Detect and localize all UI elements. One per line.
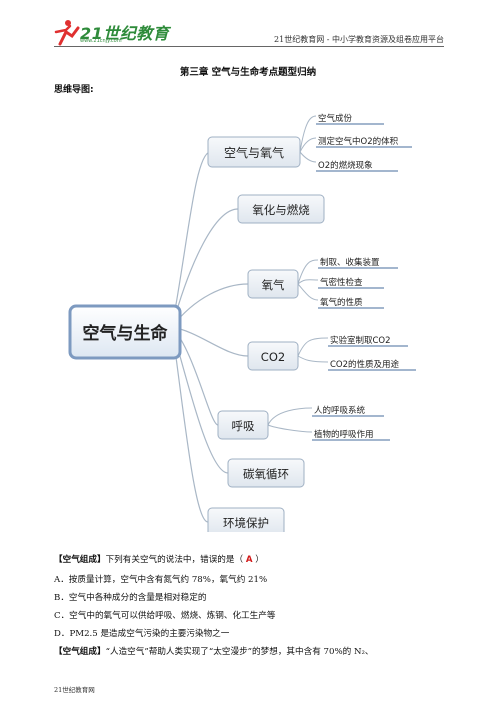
branch-node-oxygen: [247, 269, 299, 299]
page-title: 第三章 空气与生命考点题型归纳: [179, 67, 317, 78]
question-tag: 【空气组成】: [54, 555, 106, 565]
logo-runner-icon: [54, 20, 80, 46]
page-footer: 21世纪教育网: [54, 686, 95, 694]
branch-label: 碳氧循环: [243, 467, 289, 481]
option-b: B．空气中各种成分的含量是相对稳定的: [54, 593, 207, 603]
logo-subtext: www.21cnjy.com: [80, 38, 122, 44]
branch-node-oxidation: [237, 194, 325, 224]
branch-node-carbon-cycle: [227, 458, 305, 488]
leaf-label: 气密性检查: [320, 277, 363, 288]
answer-mark: A: [245, 555, 253, 565]
branch-label: 空气与氧气: [224, 145, 284, 160]
question-text-end: ）: [252, 555, 264, 565]
leaf-label: CO2的性质及用途: [330, 359, 400, 370]
question-text: “人造空气”帮助人类实现了“太空漫步”的梦想，其中含有 70%的 N₂、: [105, 647, 374, 657]
center-node: [68, 304, 182, 360]
branch-label: CO2: [261, 350, 285, 364]
site-name: 21世纪教育网 - 中小学教育资源及组卷应用平台: [274, 35, 444, 44]
branch-label: 氧化与燃烧: [252, 203, 310, 217]
page-header: 21世纪教育 www.21cnjy.com 21世纪教育网 - 中小学教育资源及…: [0, 0, 496, 50]
leaf-label: 测定空气中O2的体积: [318, 136, 399, 147]
question-1-stem: 【空气组成】下列有关空气的说法中，错误的是（ A ）: [54, 554, 456, 567]
center-node-label: 空气与生命: [83, 323, 169, 344]
mind-map: 空气与生命 空气与氧气 氧化与燃烧 氧气 CO2 呼吸 碳氧循环 环境保护 空气…: [68, 113, 416, 532]
option-c: C．空气中的氧气可以供给呼吸、燃烧、炼钢、化工生产等: [54, 611, 276, 621]
leaf-connectors: [267, 115, 329, 433]
leaf-label: 人的呼吸系统: [314, 405, 366, 416]
branch-label: 环境保护: [223, 516, 269, 530]
question-tag: 【空气组成】: [54, 647, 106, 657]
branch-node-breathing: [217, 410, 269, 440]
question-text: 下列有关空气的说法中，错误的是（: [105, 555, 246, 565]
branch-node-environment: [207, 507, 285, 532]
leaf-label: 氧气的性质: [320, 297, 363, 308]
leaf-label: O2的燃烧现象: [318, 160, 373, 171]
branch-node-air-oxygen: [207, 136, 301, 168]
option-d: D．PM2.5 是造成空气污染的主要污染物之一: [54, 629, 230, 639]
section-subtitle: 思维导图:: [54, 85, 94, 95]
leaf-label: 实验室制取CO2: [330, 335, 391, 346]
logo-text: 21世纪教育: [80, 24, 170, 43]
header-rule: [54, 46, 444, 47]
leaf-label: 制取、收集装置: [320, 257, 380, 268]
option-a: A．按质量计算，空气中含有氮气约 78%，氧气约 21%: [54, 575, 268, 585]
leaf-label: 植物的呼吸作用: [314, 429, 374, 440]
branch-node-co2: [247, 341, 299, 371]
branch-label: 呼吸: [232, 419, 255, 433]
branch-label: 氧气: [262, 278, 285, 292]
leaf-label: 空气成份: [318, 113, 353, 124]
leaf-underlines: [312, 123, 416, 441]
question-2-stem: 【空气组成】“人造空气”帮助人类实现了“太空漫步”的梦想，其中含有 70%的 N…: [54, 646, 456, 659]
